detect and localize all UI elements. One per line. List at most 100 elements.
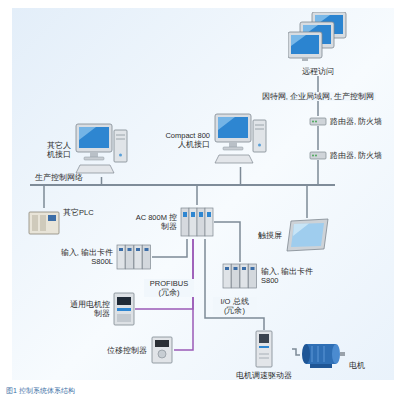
icon-part — [310, 152, 326, 159]
network-line — [196, 186, 198, 205]
icon-part — [76, 124, 112, 152]
label-group: 通用电机控制器 — [70, 300, 110, 318]
device-illustration — [150, 335, 174, 365]
node-label: Compact 800 人机接口 — [160, 131, 210, 149]
motor-controller: 通用电机控制器 — [70, 292, 135, 326]
hmi-computer: Compact 800 人机接口 — [160, 112, 268, 167]
device-illustration — [213, 112, 268, 167]
network-bus: 生产控制网络 — [30, 184, 335, 186]
plc-icon — [28, 208, 60, 236]
edge-label: 因特网, 企业局域网, 生产控制网 — [260, 92, 376, 101]
network-line — [317, 126, 319, 150]
icon-part — [114, 130, 127, 162]
hmi-computer: 其它人机接口 — [40, 122, 129, 177]
icon-part — [234, 267, 238, 270]
icon-part — [215, 114, 251, 142]
icon-part — [259, 346, 269, 348]
icon-part — [145, 248, 149, 251]
icon-part — [117, 308, 131, 311]
icon-part — [90, 152, 98, 157]
network-line — [306, 186, 308, 218]
node-label: 通用电机控制器 — [70, 300, 110, 318]
label-group: 其它PLC — [63, 208, 94, 217]
icon-part — [288, 32, 322, 58]
icon-part — [143, 245, 151, 269]
router-icon — [309, 150, 327, 160]
network-line — [101, 177, 103, 184]
label-group: 远程访问 — [302, 67, 334, 76]
icon-part — [287, 219, 328, 251]
router-icon — [309, 116, 327, 126]
icon-part — [191, 212, 195, 217]
icon-part — [79, 127, 109, 148]
icon-part — [229, 142, 237, 147]
icon-part — [255, 129, 264, 130]
icon-part — [310, 118, 326, 125]
device-illustration — [180, 205, 214, 239]
network-line — [152, 239, 187, 257]
io-module: 输入, 输出卡件 S800 — [222, 262, 319, 290]
motor-icon — [300, 340, 346, 370]
icon-part — [117, 314, 131, 322]
router-firewall: 路由器, 防火墙 — [309, 150, 382, 160]
icon-part — [116, 135, 125, 136]
node-label: 远程访问 — [302, 67, 334, 76]
device-illustration — [309, 116, 327, 126]
edge-label: I/O 总线 (冗余) — [213, 297, 257, 315]
position-controller-icon — [150, 335, 174, 365]
icon-part — [205, 208, 213, 236]
icon-part — [312, 121, 314, 123]
label-group: Compact 800 人机接口 — [160, 131, 210, 149]
speed-drive-icon — [255, 330, 273, 368]
node-label: 路由器, 防火墙 — [330, 151, 382, 160]
icon-part — [232, 264, 240, 288]
icon-part — [312, 155, 314, 157]
icon-part — [259, 358, 269, 359]
icon-part — [189, 208, 197, 236]
fieldbus-line — [135, 239, 193, 309]
label-group: 路由器, 防火墙 — [330, 151, 382, 160]
icon-part — [315, 155, 317, 157]
icon-part — [197, 208, 205, 236]
node-label: 其它PLC — [63, 208, 94, 217]
network-line — [205, 239, 264, 330]
device-illustration — [113, 292, 135, 326]
icon-part — [315, 121, 317, 123]
label-group: 电机 — [349, 361, 365, 370]
icon-part — [253, 120, 266, 152]
remote-computers-icon — [288, 12, 348, 64]
device-illustration — [255, 330, 273, 368]
icon-part — [259, 354, 269, 355]
icon-part — [255, 125, 264, 126]
computer-icon — [74, 122, 129, 177]
icon-part — [136, 248, 140, 251]
label-group: 输入, 输出卡件 S800 — [261, 267, 319, 285]
icon-part — [181, 208, 189, 236]
icon-part — [116, 139, 125, 140]
icon-part — [324, 346, 325, 362]
icon-part — [158, 350, 166, 358]
device-illustration — [285, 218, 329, 252]
motor-controller-icon — [113, 292, 135, 326]
icon-part — [117, 245, 125, 269]
icon-part — [84, 157, 104, 160]
label-group: AC 800M 控制器 — [135, 213, 177, 231]
position-controller: 位移控制器 — [105, 335, 174, 365]
node-label: 位移控制器 — [105, 346, 147, 355]
icon-part — [79, 127, 96, 140]
icon-part — [134, 245, 142, 269]
label-group: 位移控制器 — [105, 346, 147, 355]
icon-part — [318, 346, 319, 362]
icon-part — [291, 35, 319, 54]
device-illustration — [309, 150, 327, 160]
node-label: 输入, 输出卡件 S800L — [55, 248, 113, 266]
controller-icon — [180, 205, 214, 239]
controller: AC 800M 控制器 — [135, 205, 214, 239]
network-line — [240, 167, 242, 184]
icon-part — [119, 154, 122, 157]
network-line — [43, 186, 45, 208]
node-label: 电机调速驱动器 — [236, 371, 292, 380]
icon-part — [207, 212, 211, 217]
icon-part — [259, 334, 269, 343]
